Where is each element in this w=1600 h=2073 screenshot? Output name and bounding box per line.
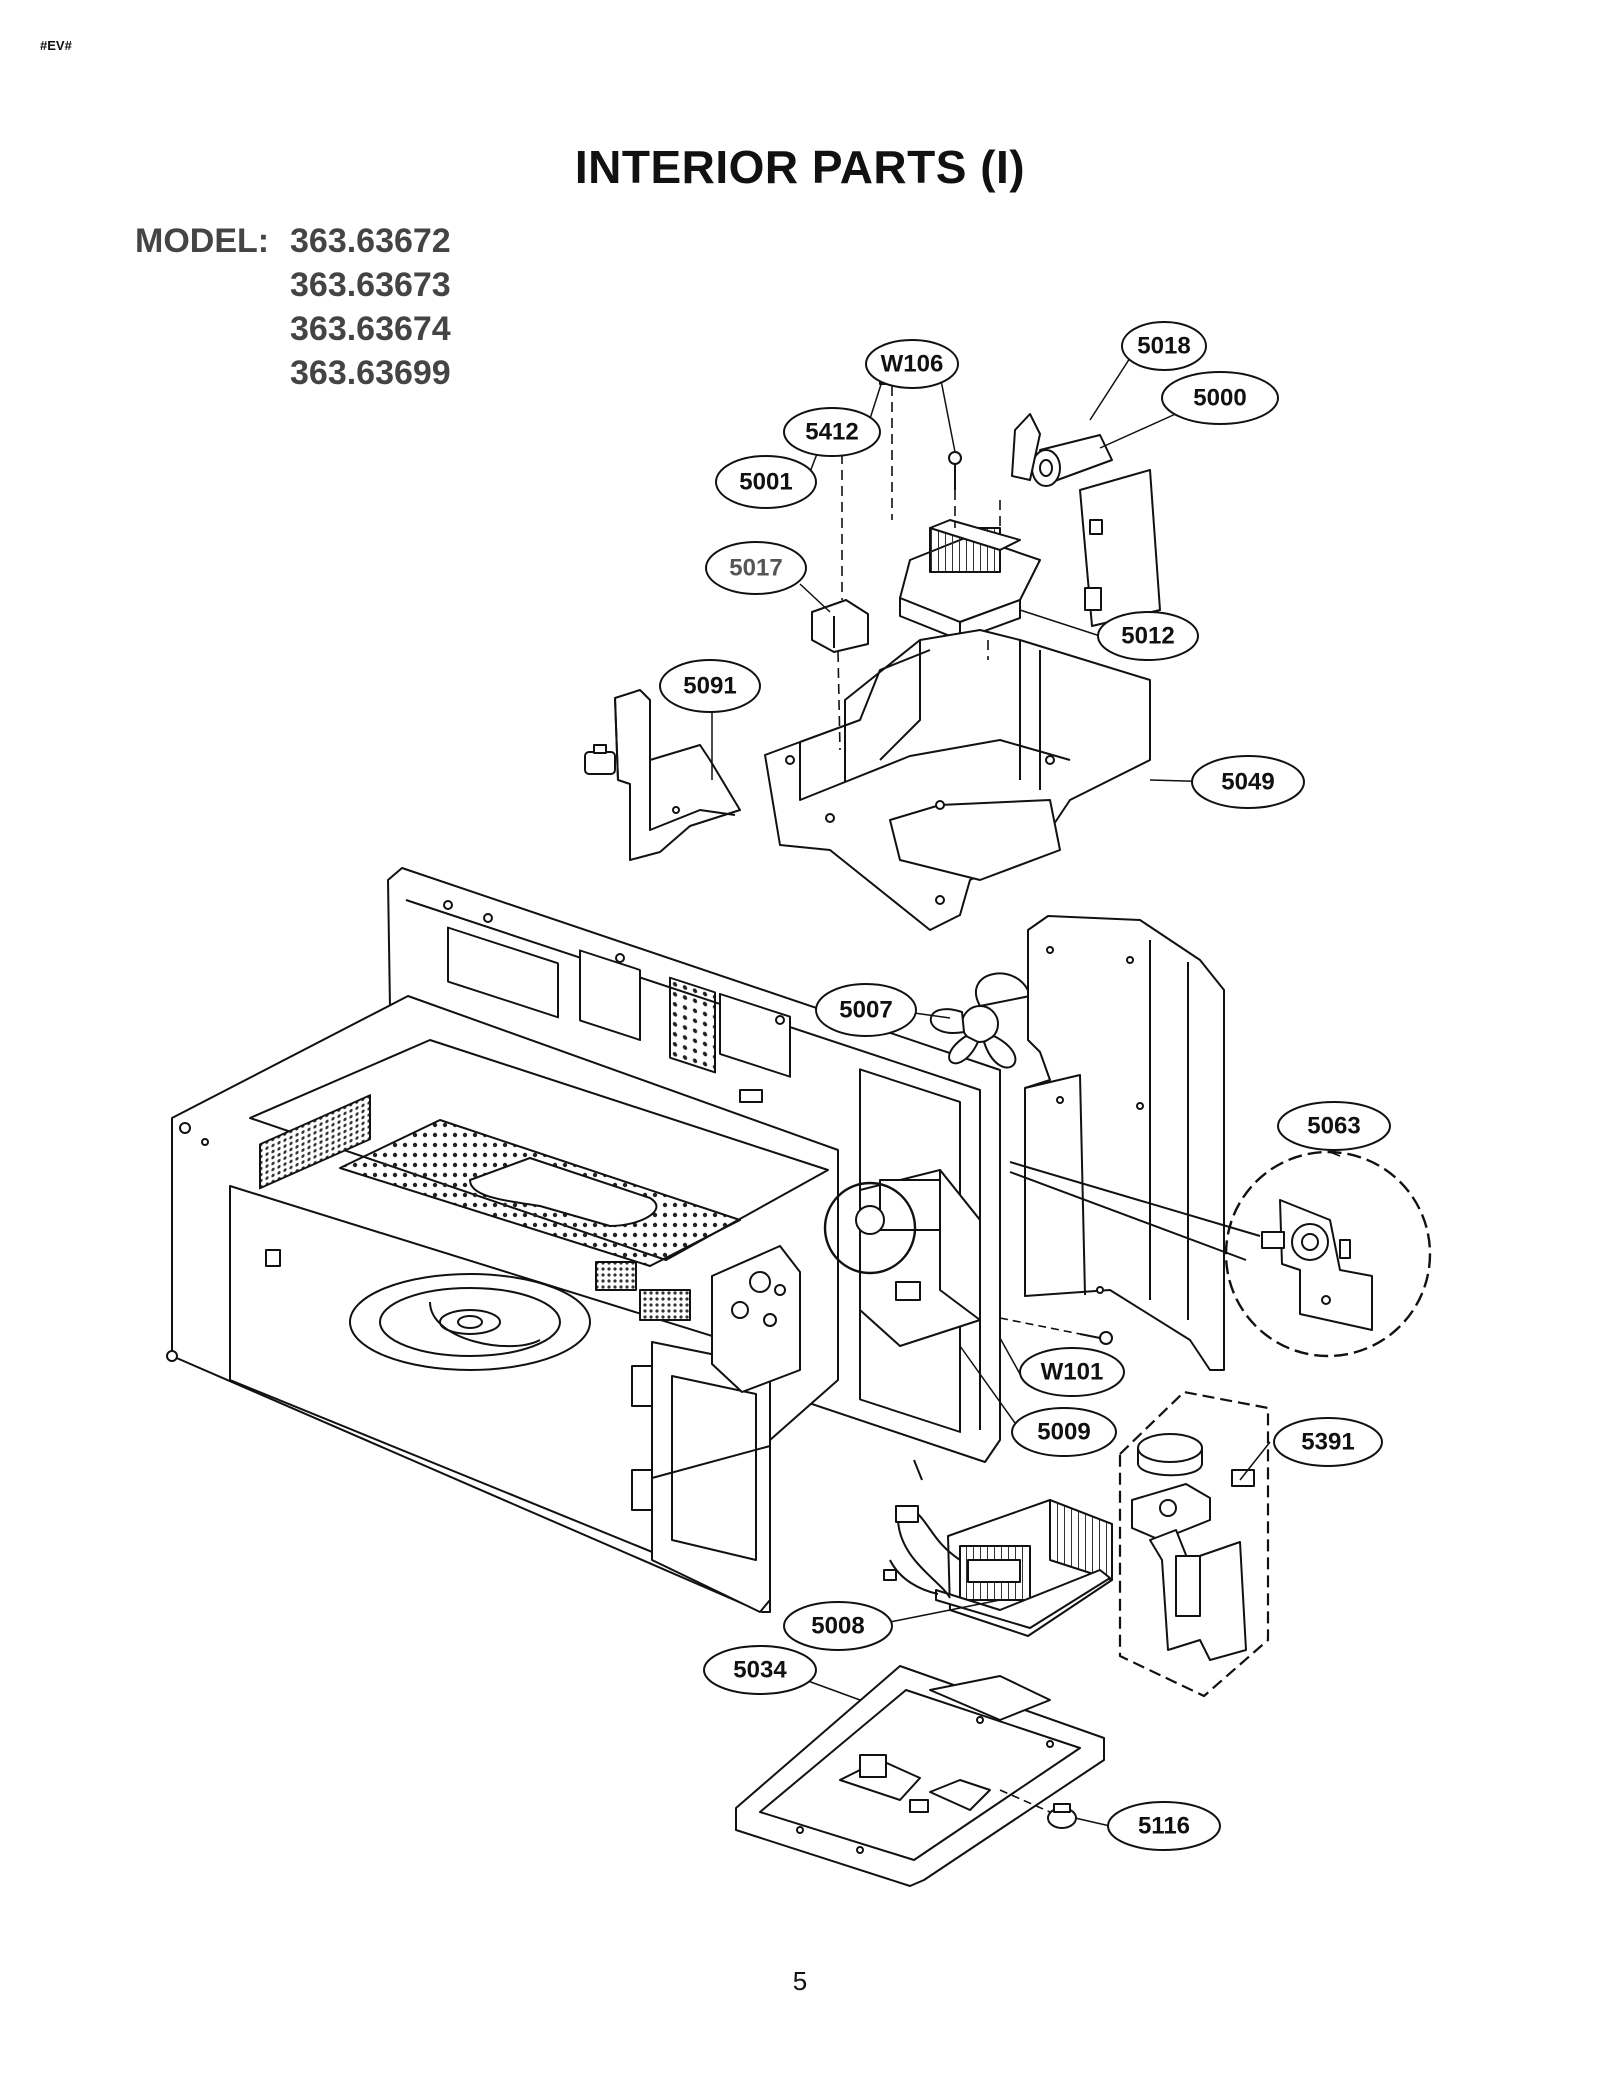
callout-label: 5000 <box>1193 385 1246 412</box>
magnetron-assembly <box>823 1161 1261 1347</box>
page-title: INTERIOR PARTS (I) <box>574 141 1026 193</box>
model-label: MODEL: <box>135 222 270 260</box>
screw-w106 <box>948 451 962 490</box>
callout-label: 5063 <box>1307 1113 1360 1140</box>
callout-label: 5018 <box>1137 333 1190 360</box>
callout-label: 5017 <box>729 555 782 582</box>
callout-label: 5012 <box>1121 623 1174 650</box>
callout-label: 5116 <box>1138 1813 1190 1840</box>
callout-label: 5391 <box>1301 1429 1354 1456</box>
callout-label: 5007 <box>839 997 892 1024</box>
air-guide <box>1024 915 1225 1371</box>
callout-label: 5008 <box>811 1613 864 1640</box>
callout-label: 5091 <box>683 673 736 700</box>
callout-label: 5034 <box>733 1657 787 1684</box>
thermal-cutout-detail <box>1224 1150 1432 1358</box>
latch-plate <box>711 1245 801 1393</box>
screw-w101 <box>999 1317 1113 1345</box>
model-number: 363.63699 <box>290 354 451 392</box>
magnetron-top-group <box>584 346 1161 931</box>
callout-label: 5412 <box>805 419 858 446</box>
callout-ellipses <box>659 321 1391 1851</box>
base-plate <box>735 1665 1105 1887</box>
callout-label: 5001 <box>739 469 792 496</box>
model-number: 363.63674 <box>290 310 451 348</box>
turntable-motor-group <box>1118 1390 1270 1698</box>
high-voltage-transformer <box>883 1459 1113 1637</box>
callout-label: W106 <box>881 351 944 378</box>
side-frame <box>631 1341 771 1613</box>
fan-blade <box>929 972 1031 1069</box>
model-number: 363.63672 <box>290 222 451 260</box>
model-number: 363.63673 <box>290 266 451 304</box>
callout-label: 5009 <box>1037 1419 1090 1446</box>
document-code: #EV# <box>40 38 72 53</box>
model-number-list: 363.63672 363.63673 363.63674 363.63699 <box>290 222 451 398</box>
callout-label: 5049 <box>1221 769 1274 796</box>
callout-label: W101 <box>1041 1359 1104 1386</box>
page-number: 5 <box>792 1966 808 1996</box>
thermal-switch-5116 <box>999 1789 1077 1829</box>
